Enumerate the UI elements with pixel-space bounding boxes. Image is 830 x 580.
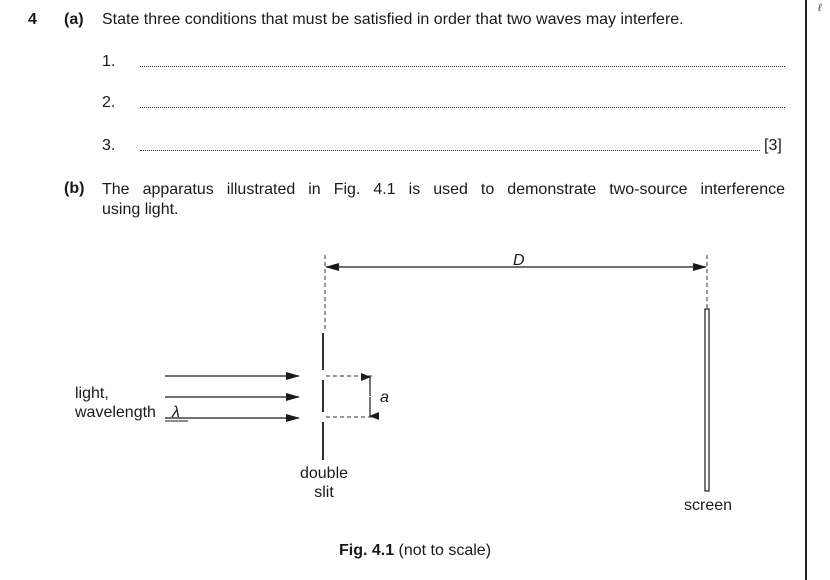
part-b-label: (b) bbox=[64, 180, 85, 197]
part-a-label: (a) bbox=[64, 11, 84, 28]
marks-allocation: [3] bbox=[764, 137, 782, 154]
answer-line-2[interactable] bbox=[140, 107, 785, 108]
separation-a-label: a bbox=[380, 389, 389, 406]
part-a-prompt: State three conditions that must be sati… bbox=[102, 11, 684, 28]
screen-label: screen bbox=[684, 497, 732, 514]
margin-rule bbox=[805, 0, 807, 580]
answer-line-1[interactable] bbox=[140, 66, 785, 67]
figure-4-1: D a light, wavelength λ double slit scre… bbox=[74, 252, 732, 559]
question-number: 4 bbox=[28, 11, 37, 28]
part-b-prompt-line-2: using light. bbox=[102, 201, 179, 218]
answer-line-1-label: 1. bbox=[102, 53, 116, 70]
answer-line-2-label: 2. bbox=[102, 94, 116, 111]
distance-d-label: D bbox=[513, 252, 525, 269]
light-label: light, bbox=[75, 385, 109, 402]
figure-caption: Fig. 4.1 (not to scale) bbox=[339, 542, 491, 559]
wavelength-label: wavelength bbox=[74, 404, 156, 421]
answer-line-3-label: 3. bbox=[102, 137, 116, 154]
figure-caption-number: Fig. 4.1 bbox=[339, 542, 394, 559]
double-slit-label-1: double bbox=[300, 465, 348, 482]
part-b-prompt-line-1: The apparatus illustrated in Fig. 4.1 is… bbox=[102, 181, 785, 198]
figure-caption-note: (not to scale) bbox=[394, 542, 491, 559]
margin-mark: ℓ bbox=[818, 2, 822, 14]
answer-line-3[interactable] bbox=[140, 150, 760, 151]
wavelength-symbol: λ bbox=[171, 404, 180, 421]
screen bbox=[704, 308, 710, 492]
double-slit-label-2: slit bbox=[314, 484, 334, 501]
